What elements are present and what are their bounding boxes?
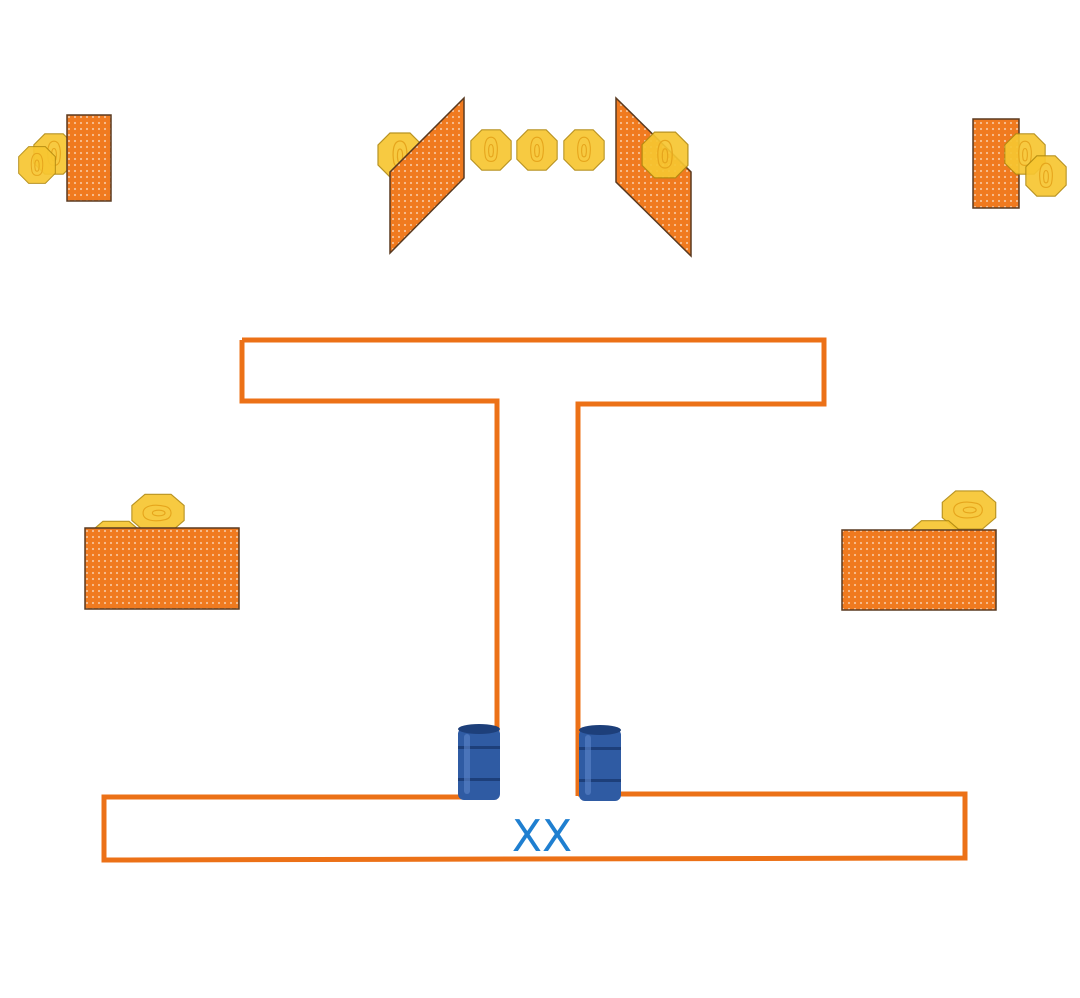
mesh-wall-panel-icon	[84, 527, 240, 610]
steel-plate-target-icon	[470, 129, 512, 171]
steel-plate-target-icon	[18, 146, 56, 184]
mesh-wall-panel-icon	[841, 529, 997, 611]
fault-line-right	[242, 337, 827, 796]
steel-plate-target-icon	[563, 129, 605, 171]
steel-plate-target-icon	[131, 493, 185, 533]
blue-barrel-icon	[579, 725, 621, 801]
position-top-right	[972, 118, 1067, 209]
start-box-outline	[101, 791, 968, 863]
position-middle-left	[84, 493, 240, 610]
position-top-center	[377, 96, 692, 258]
position-middle-right	[841, 490, 997, 611]
steel-plate-target-icon	[641, 131, 689, 179]
fault-line-left	[239, 340, 500, 796]
start-position-label: XX	[512, 811, 572, 862]
steel-plate-target-icon	[516, 129, 558, 171]
fault-line-t-shape	[239, 337, 827, 796]
blue-barrel-icon	[458, 724, 500, 800]
start-box: XX	[101, 791, 968, 863]
steel-plate-target-icon	[1025, 155, 1067, 197]
mesh-wall-panel-icon	[389, 96, 465, 255]
position-top-left	[18, 114, 112, 202]
mesh-wall-panel-icon	[66, 114, 112, 202]
